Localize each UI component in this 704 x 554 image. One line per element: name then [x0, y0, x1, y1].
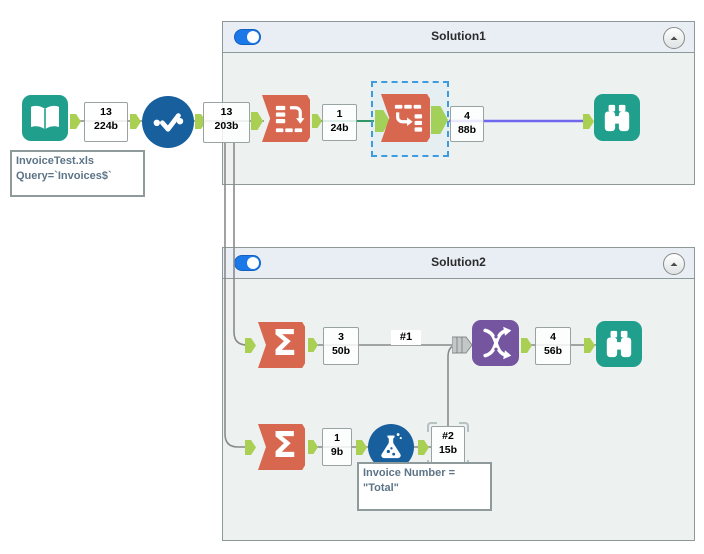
toggle-knob [247, 257, 259, 269]
browse-tool[interactable] [594, 94, 640, 141]
binoculars-icon [606, 330, 632, 358]
record-count: 1 [336, 108, 343, 120]
flask-icon [381, 433, 402, 459]
record-count-badge: 13 203b [203, 102, 250, 143]
transpose-icon [275, 105, 304, 132]
annotation-line: Query=`Invoices$` [16, 169, 112, 182]
input-anchor[interactable] [583, 114, 594, 129]
container-solution1-header[interactable]: Solution1 [223, 22, 694, 53]
record-size: 88b [457, 123, 477, 136]
input-anchor[interactable] [251, 112, 263, 130]
annotation-line: InvoiceTest.xls [16, 155, 95, 167]
record-count: 4 [464, 110, 470, 122]
chevron-up-icon [670, 262, 678, 266]
record-size: 224b [94, 119, 118, 132]
output-anchor[interactable] [308, 338, 318, 352]
toggle-knob [247, 31, 259, 43]
record-count-badge: 4 56b [535, 327, 571, 365]
chevron-up-icon [670, 36, 678, 40]
output-anchor[interactable] [308, 440, 318, 454]
record-count: 13 [100, 106, 112, 118]
container-solution2-header[interactable]: Solution2 [223, 248, 694, 279]
input-data-tool[interactable] [22, 95, 68, 141]
record-size: 15b [438, 443, 458, 456]
checkmark-icon [153, 113, 184, 132]
record-count: 1 [334, 432, 340, 444]
sigma-icon: Σ [272, 425, 297, 466]
browse-tool-2[interactable] [596, 321, 642, 367]
record-size: 50b [331, 344, 351, 357]
annotation-line: "Total" [363, 481, 399, 494]
record-count-badge: #2 15b [427, 422, 469, 470]
output-anchor[interactable] [70, 114, 81, 129]
input-anchor[interactable] [356, 440, 367, 455]
solution2-collapse-button[interactable] [663, 253, 685, 275]
record-size: 24b [330, 121, 349, 134]
solution1-collapse-button[interactable] [663, 27, 685, 49]
input-anchor[interactable] [245, 440, 256, 455]
record-count-badge: 13 224b [84, 102, 128, 142]
connection-label-1: #1 [391, 330, 421, 345]
annotation-input-tool[interactable]: InvoiceTest.xls Query=`Invoices$` [10, 150, 145, 197]
output-anchor[interactable] [418, 440, 429, 455]
solution1-title: Solution1 [431, 29, 486, 43]
input-anchor[interactable] [375, 110, 390, 132]
select-tool[interactable] [142, 96, 194, 148]
record-size: 9b [330, 445, 344, 458]
record-count-badge: 4 88b [450, 106, 484, 142]
record-size: 203b [214, 119, 239, 132]
union-tool[interactable] [472, 320, 519, 366]
output-anchor[interactable] [431, 106, 448, 134]
selection-corner [459, 422, 469, 432]
record-count: 3 [338, 331, 344, 343]
sigma-icon: Σ [272, 323, 297, 364]
book-icon [31, 105, 59, 130]
output-anchor[interactable] [521, 338, 532, 353]
record-size: 56b [543, 344, 563, 357]
multi-input-anchor[interactable] [452, 334, 472, 356]
input-anchor[interactable] [245, 338, 256, 353]
record-count: 13 [220, 106, 233, 118]
record-count-badge: 1 9b [322, 428, 352, 466]
output-anchor[interactable] [312, 114, 322, 128]
binoculars-icon [604, 104, 630, 131]
input-anchor[interactable] [584, 338, 595, 353]
record-count: 4 [550, 331, 556, 343]
annotation-formula-tool[interactable]: Invoice Number = "Total" [357, 462, 492, 511]
solution2-title: Solution2 [431, 255, 486, 269]
record-count-badge: 1 24b [322, 104, 357, 141]
connection-label-2: #2 [442, 430, 454, 442]
solution1-enable-toggle[interactable] [234, 29, 261, 45]
annotation-line: Invoice Number = [363, 467, 456, 479]
crosstab-icon [394, 104, 423, 132]
input-anchor[interactable] [130, 114, 141, 129]
output-anchor[interactable] [195, 114, 206, 129]
selection-corner [427, 422, 437, 432]
record-count-badge: 3 50b [323, 327, 359, 365]
union-arrows-icon [482, 326, 511, 360]
